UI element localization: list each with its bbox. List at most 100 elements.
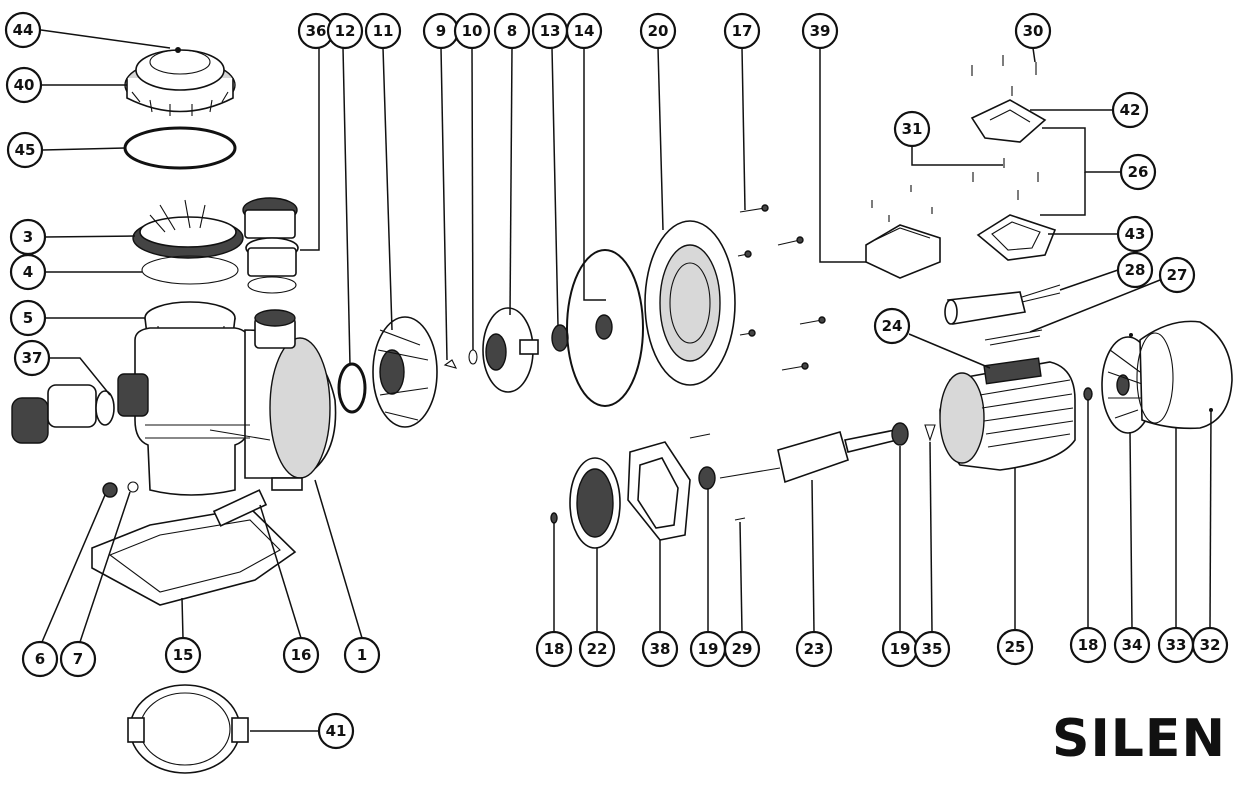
svg-text:14: 14 [574, 22, 595, 40]
part-capacitor [944, 284, 1061, 325]
svg-text:38: 38 [650, 640, 671, 658]
callout-42: 42 [1111, 91, 1149, 129]
part-pipe-clamp [127, 684, 249, 774]
callout-29: 29 [723, 630, 761, 668]
callout-33: 33 [1157, 626, 1195, 664]
callout-32: 32 [1191, 626, 1229, 664]
callout-13: 13 [531, 12, 569, 50]
callout-27: 27 [1158, 256, 1196, 294]
callout-30: 30 [1014, 12, 1052, 50]
part-callouts: 44 40 45 3 4 5 37 36 12 11 9 10 8 13 14 … [4, 11, 1229, 750]
callout-3: 3 [9, 218, 47, 256]
part-fan-cover [1129, 320, 1233, 430]
svg-text:45: 45 [15, 141, 36, 159]
svg-text:22: 22 [587, 640, 608, 658]
svg-text:10: 10 [462, 22, 483, 40]
part-terminal-box [865, 224, 941, 279]
part-screws-31 [871, 185, 933, 222]
part-base [91, 489, 297, 606]
brand-logo: SILEN [1052, 709, 1226, 769]
callout-22: 22 [578, 630, 616, 668]
part-pump-body [117, 309, 337, 496]
svg-text:11: 11 [373, 22, 394, 40]
callout-5: 5 [9, 299, 47, 337]
callout-19-left: 19 [689, 630, 727, 668]
callout-8: 8 [493, 12, 531, 50]
part-impeller [482, 307, 539, 393]
callout-18-right: 18 [1069, 626, 1107, 664]
svg-text:4: 4 [23, 263, 33, 281]
part-gasket-12 [337, 362, 367, 414]
callout-41: 41 [317, 712, 355, 750]
svg-text:6: 6 [35, 650, 45, 668]
callout-14: 14 [565, 12, 603, 50]
callout-16: 16 [282, 636, 320, 674]
svg-text:19: 19 [890, 640, 911, 658]
svg-text:9: 9 [436, 22, 446, 40]
part-bracket-frame [627, 441, 691, 541]
svg-text:43: 43 [1125, 225, 1146, 243]
part-bracket [271, 477, 303, 491]
part-screws-30 [971, 55, 1039, 200]
callout-12: 12 [326, 12, 364, 50]
callout-9: 9 [422, 12, 460, 50]
part-bearing-left [698, 466, 716, 490]
callout-45: 45 [6, 131, 44, 169]
callout-7: 7 [59, 640, 97, 678]
part-drain-plug [102, 482, 118, 498]
part-box-cover [970, 99, 1047, 143]
svg-text:3: 3 [23, 228, 33, 246]
callout-37: 37 [13, 339, 51, 377]
part-bearing-right [891, 422, 909, 446]
part-flange [644, 220, 736, 386]
svg-text:26: 26 [1128, 163, 1149, 181]
part-rotor [719, 429, 898, 484]
svg-text:36: 36 [306, 22, 327, 40]
callout-40: 40 [5, 66, 43, 104]
svg-text:28: 28 [1125, 261, 1146, 279]
part-seal [551, 324, 569, 352]
callout-1: 1 [343, 636, 381, 674]
callout-25: 25 [996, 628, 1034, 666]
part-union-36 [242, 197, 299, 294]
callout-43: 43 [1116, 215, 1154, 253]
svg-text:33: 33 [1166, 636, 1187, 654]
svg-text:29: 29 [732, 640, 753, 658]
callout-4: 4 [9, 253, 47, 291]
svg-text:18: 18 [1078, 636, 1099, 654]
part-strainer-ring [132, 199, 244, 285]
leader-lines [40, 29, 1212, 732]
svg-text:34: 34 [1122, 636, 1143, 654]
svg-text:13: 13 [540, 22, 561, 40]
svg-text:32: 32 [1200, 636, 1221, 654]
callout-36: 36 [297, 12, 335, 50]
callout-35: 35 [913, 630, 951, 668]
callout-18-left: 18 [535, 630, 573, 668]
svg-text:7: 7 [73, 650, 83, 668]
callout-17: 17 [723, 12, 761, 50]
svg-text:15: 15 [173, 646, 194, 664]
callout-39: 39 [801, 12, 839, 50]
callout-44: 44 [4, 11, 42, 49]
part-union-fitting [11, 384, 115, 444]
svg-text:5: 5 [23, 309, 33, 327]
svg-text:35: 35 [922, 640, 943, 658]
part-lid [124, 47, 236, 116]
svg-text:30: 30 [1023, 22, 1044, 40]
callout-19-right: 19 [881, 630, 919, 668]
part-screw-29 [689, 433, 746, 521]
part-drain-oring [127, 481, 139, 493]
svg-text:17: 17 [732, 22, 753, 40]
svg-text:40: 40 [14, 76, 35, 94]
svg-text:8: 8 [507, 22, 517, 40]
svg-text:27: 27 [1167, 266, 1188, 284]
part-motor [939, 357, 1076, 471]
part-diffuser [372, 316, 438, 428]
part-washer-left [550, 512, 558, 524]
part-oring-14 [566, 249, 644, 407]
svg-text:37: 37 [22, 349, 43, 367]
callout-34: 34 [1113, 626, 1151, 664]
svg-text:42: 42 [1120, 101, 1141, 119]
callout-20: 20 [639, 12, 677, 50]
